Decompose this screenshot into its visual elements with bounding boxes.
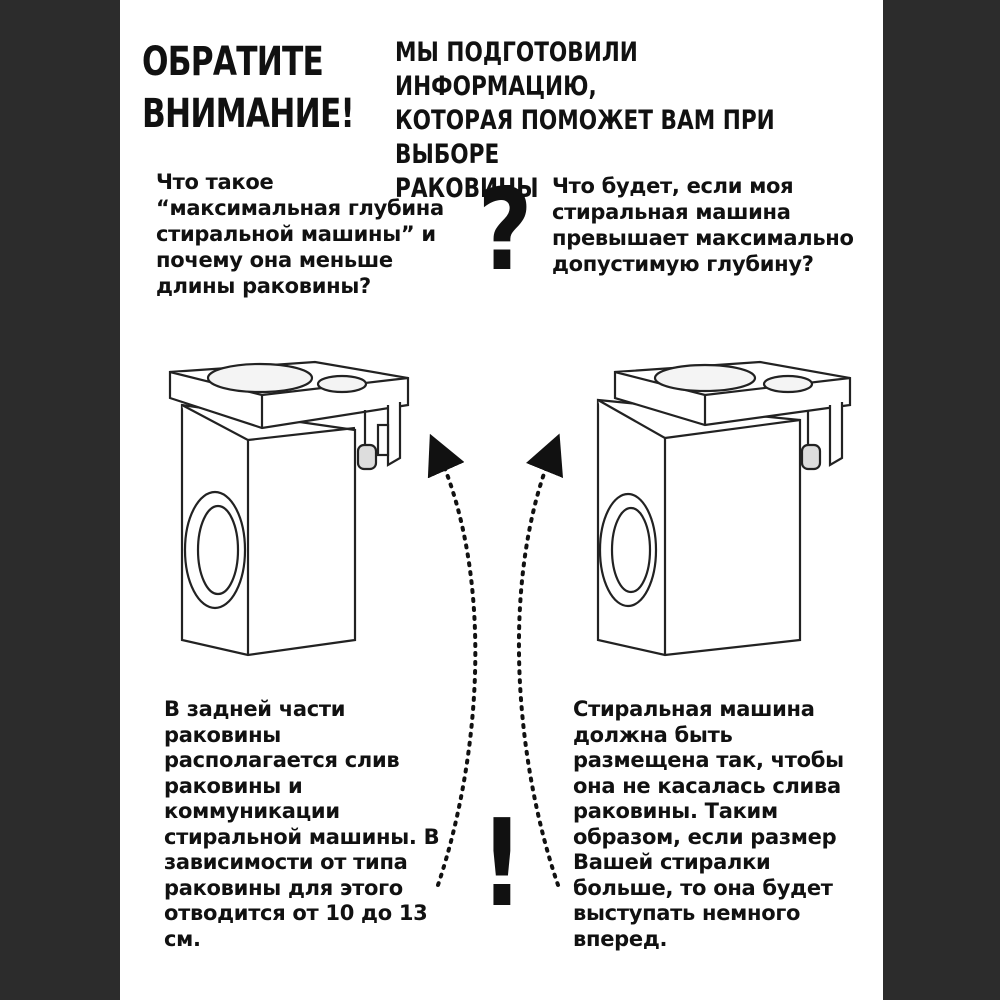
intro-text: МЫ ПОДГОТОВИЛИ ИНФОРМАЦИЮ, КОТОРАЯ ПОМОЖ…	[395, 37, 775, 204]
dotted-arrow-left	[427, 433, 478, 887]
note-left: В задней части раковины располагается сл…	[164, 697, 440, 951]
washing-machine-under-sink-illustration	[168, 360, 410, 657]
illustrations	[168, 360, 852, 887]
washing-machine-protruding-illustration	[596, 360, 852, 657]
exclamation-icon: !	[480, 795, 524, 934]
page-title: ОБРАТИТЕ ВНИМАНИЕ!	[142, 39, 355, 137]
info-poster: ОБРАТИТЕ ВНИМАНИЕ! МЫ ПОДГОТОВИЛИ ИНФОРМ…	[120, 0, 883, 1000]
question-mark-icon: ?	[477, 166, 533, 296]
note-right: Стиральная машина должна быть размещена …	[573, 697, 844, 951]
dotted-arrow-right	[516, 433, 564, 887]
question-left: Что такое “максимальная глубина стиральн…	[156, 170, 444, 298]
question-right: Что будет, если моя стиральная машина пр…	[552, 174, 854, 276]
